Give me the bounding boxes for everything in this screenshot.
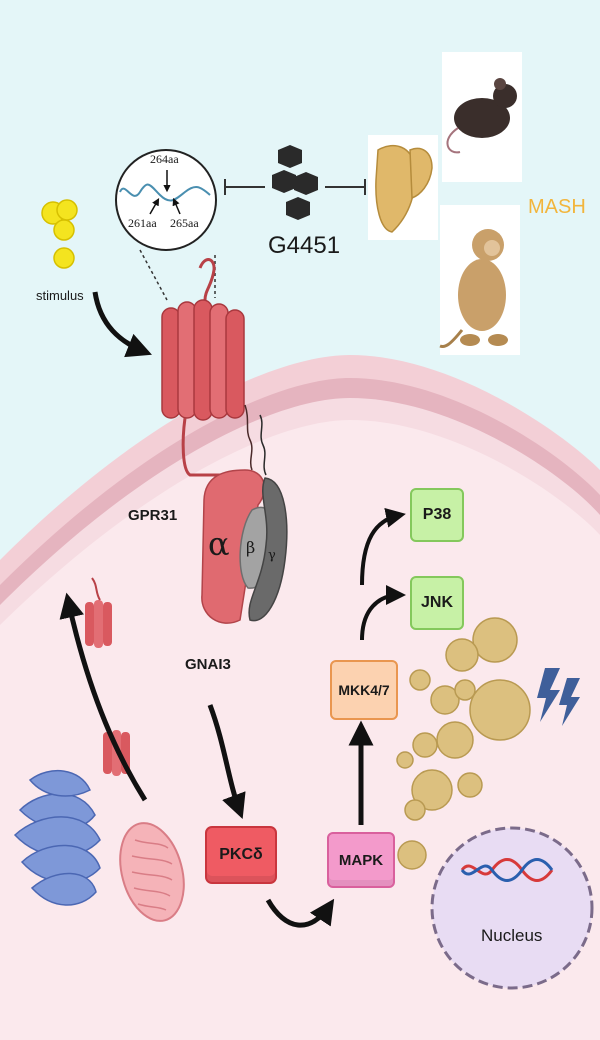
p38-node: P38 [410, 488, 464, 542]
drug-label: G4451 [268, 232, 341, 259]
g-protein-label: GNAI3 [185, 656, 231, 673]
disease-label: MASH [528, 196, 586, 218]
g-gamma-label: γ [268, 548, 276, 563]
mkk-node: MKK4/7 [330, 660, 398, 720]
lipid-droplets-icon [396, 617, 531, 870]
arrow-mkk-p38 [360, 507, 406, 586]
stimulus-label: stimulus [36, 288, 84, 303]
dna-icon [460, 858, 554, 882]
nucleus-icon [430, 826, 594, 990]
arrow-gnai3-pkc [207, 704, 246, 820]
arrow-mkk-jnk [360, 585, 406, 641]
mitochondrion-icon [119, 822, 185, 922]
mouse-icon [442, 52, 522, 182]
aa-261-label: 261aa [128, 216, 157, 230]
mapk-node: MAPK [327, 832, 395, 888]
g-alpha-label: α [208, 525, 230, 563]
golgi-icon [13, 770, 101, 906]
lightning-icon [537, 668, 580, 726]
receptor-label: GPR31 [128, 507, 178, 524]
arrow-pkc-mapk [265, 898, 335, 928]
jnk-node: JNK [410, 576, 464, 630]
liver-icon [368, 135, 438, 240]
stimulus-molecules-icon [41, 199, 78, 269]
g-beta-label: β [246, 538, 256, 557]
pkc-node: PKCδ [205, 826, 277, 884]
nucleus-label: Nucleus [481, 926, 543, 945]
stimulus-arrow [92, 291, 152, 358]
gpr31-receptor-icon [161, 258, 267, 477]
sequence-zoom-callout [115, 149, 217, 301]
aa-265-label: 265aa [170, 216, 199, 230]
trafficking-arrow [59, 592, 148, 802]
g-protein-icon [201, 469, 288, 624]
monkey-icon [439, 205, 520, 355]
aa-264-label: 264aa [150, 152, 179, 166]
inhibition-lines [224, 179, 366, 195]
drug-molecule-icon [272, 145, 318, 220]
